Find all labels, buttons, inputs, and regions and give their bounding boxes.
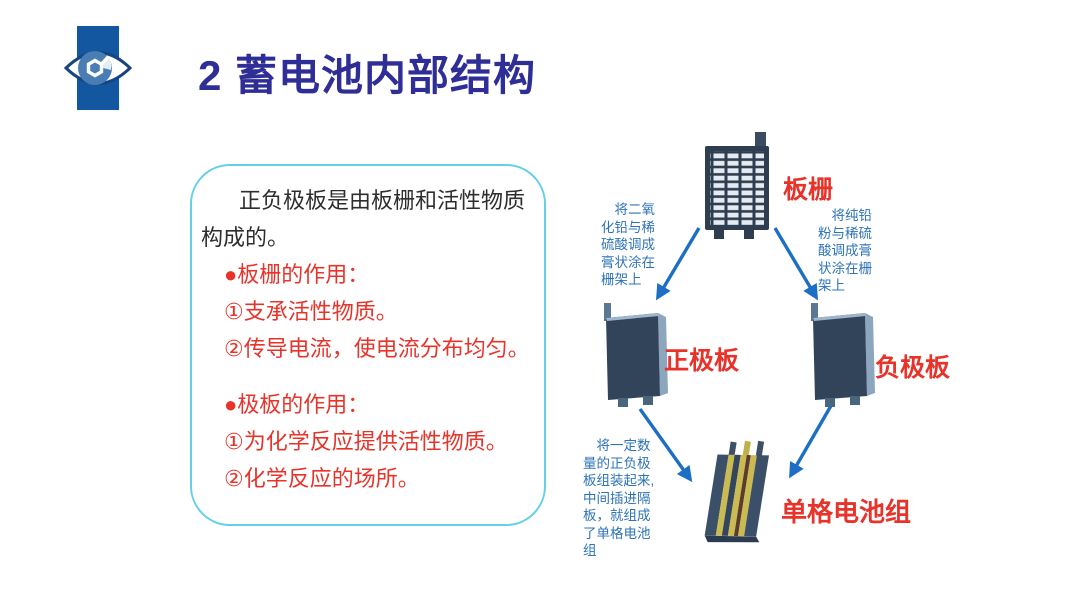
positive-plate-label: 正极板 (664, 347, 740, 375)
eye-gear-logo-svg (63, 26, 133, 110)
grid-plate-image (698, 130, 778, 247)
eye-gear-logo-icon (63, 26, 133, 110)
negative-plate-label: 负极板 (875, 354, 951, 382)
arrow-grid-to-negative (773, 227, 818, 301)
note-positive-paste: 将二氧 化铅与稀 硫酸调成 膏状涂在 栅架上 (601, 202, 655, 287)
info-point: ②传导电流，使电流分布均匀。 (224, 336, 530, 361)
info-group-gap (201, 367, 538, 386)
info-point: ●板栅的作用： (224, 262, 370, 287)
info-point: ②化学反应的场所。 (224, 466, 420, 491)
note-cell-assembly: 将一定数 量的正负极 板组装起来, 中间插进隔 板，就组成 了单格电池 组 (583, 438, 655, 558)
page-title: 2 蓄电池内部结构 (198, 52, 537, 99)
info-point: ●极板的作用： (224, 392, 370, 417)
grid-plate-label: 板栅 (783, 176, 834, 204)
battery-cell-label: 单格电池组 (781, 497, 912, 527)
info-point: ①支承活性物质。 (224, 299, 398, 324)
info-intro-text: 正负极板是由板栅和活性物质构成的。 (201, 188, 526, 250)
positive-plate-image (596, 301, 678, 414)
info-box: 正负极板是由板栅和活性物质构成的。 ●板栅的作用： ①支承活性物质。 ②传导电流… (190, 164, 546, 526)
arrow-negative-to-cell (789, 403, 834, 479)
battery-cell-image (703, 438, 781, 555)
note-negative-paste: 将纯铅 粉与稀硫 酸调成膏 状涂在栅 架上 (818, 208, 872, 293)
info-point: ①为化学反应提供活性物质。 (224, 429, 508, 454)
negative-plate-image (803, 301, 885, 414)
